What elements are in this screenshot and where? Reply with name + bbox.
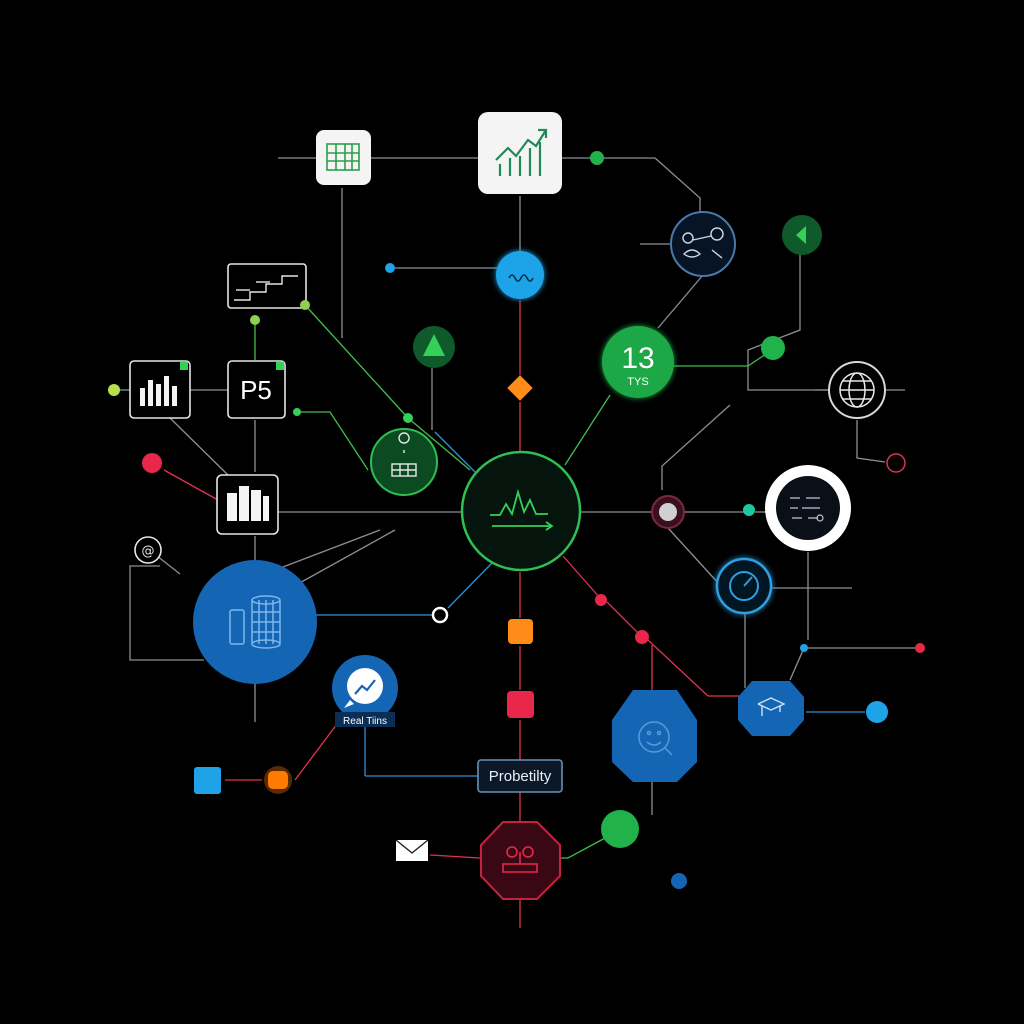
trend-chart-tile[interactable] — [478, 112, 562, 194]
eye-sketch-icon — [682, 227, 724, 259]
people-octagon-node[interactable] — [480, 821, 561, 900]
orange-diamond[interactable] — [507, 375, 533, 401]
graduation-cap-icon — [757, 697, 786, 716]
red-square[interactable] — [507, 691, 534, 718]
at-sign-node[interactable]: @ — [134, 536, 162, 564]
connection-lines — [117, 157, 920, 928]
triangle-up-icon — [423, 334, 445, 356]
counter-unit: TYS — [627, 376, 648, 388]
trend-chart-icon — [495, 128, 548, 176]
overview-node[interactable] — [765, 465, 851, 551]
bar-chart-icon — [140, 376, 177, 406]
globe-icon — [839, 372, 875, 408]
people-icon — [502, 846, 538, 873]
status-node[interactable] — [651, 495, 685, 529]
lime-dot[interactable] — [250, 315, 260, 325]
chevron-left-icon — [796, 226, 806, 244]
mail-icon — [395, 839, 429, 854]
lime-dot[interactable] — [300, 300, 310, 310]
green-dot[interactable] — [293, 408, 301, 416]
steps-icon — [234, 275, 298, 301]
graduation-node[interactable] — [738, 681, 804, 736]
bar-chart-tile[interactable] — [129, 360, 191, 419]
face-hexagon-node[interactable] — [612, 690, 697, 782]
green-dot[interactable] — [590, 151, 604, 165]
green-dot[interactable] — [761, 336, 785, 360]
blue-dot[interactable] — [385, 263, 395, 273]
orange-hex-node[interactable] — [264, 766, 292, 794]
waveform-icon — [490, 488, 554, 531]
steps-tile[interactable] — [227, 263, 307, 309]
lime-dot[interactable] — [108, 384, 120, 396]
buildings-icon — [227, 486, 269, 521]
pulse-node[interactable] — [496, 251, 544, 299]
buildings-tile[interactable] — [216, 474, 279, 535]
at-sign-icon: @ — [142, 544, 155, 559]
up-triangle-node[interactable] — [413, 326, 455, 368]
wave-icon — [508, 274, 534, 282]
globe-node[interactable] — [828, 361, 886, 419]
central-hub[interactable] — [460, 450, 582, 572]
realtime-node[interactable]: Real Tiins — [332, 655, 398, 727]
junction-node[interactable] — [431, 606, 449, 624]
trend-arrow-icon — [354, 679, 376, 695]
realtime-caption: Real Tiins — [343, 716, 387, 727]
sketch-icon — [790, 497, 824, 522]
database-icon — [229, 595, 281, 649]
blue-dot[interactable] — [800, 644, 808, 652]
grid-table-tile[interactable] — [316, 130, 371, 185]
red-dot[interactable] — [595, 594, 607, 606]
gauge-node[interactable] — [715, 557, 773, 615]
blue-dot[interactable] — [866, 701, 888, 723]
back-arrow-node[interactable] — [782, 215, 822, 255]
location-pin-icon — [391, 432, 417, 477]
mail-node[interactable] — [395, 839, 429, 861]
blue-square[interactable] — [194, 767, 221, 794]
counter-number: 13 — [621, 342, 654, 375]
red-ring[interactable] — [886, 453, 906, 473]
location-node[interactable] — [370, 428, 438, 496]
probability-label: Probetilty — [489, 768, 552, 785]
eye-sketch-node[interactable] — [670, 211, 736, 277]
orange-square[interactable] — [508, 619, 533, 644]
database-node[interactable] — [193, 560, 317, 684]
green-dot[interactable] — [601, 810, 639, 848]
red-dot[interactable] — [142, 453, 162, 473]
grid-table-icon — [326, 143, 360, 171]
teal-dot[interactable] — [743, 504, 755, 516]
blue-dot[interactable] — [671, 873, 687, 889]
p5-label: P5 — [240, 375, 272, 405]
green-dot[interactable] — [403, 413, 413, 423]
red-dot[interactable] — [635, 630, 649, 644]
gauge-icon — [729, 571, 759, 601]
p5-tile[interactable]: P5 — [227, 360, 286, 419]
red-dot[interactable] — [915, 643, 925, 653]
probability-box[interactable]: Probetilty — [477, 759, 563, 793]
counter-node[interactable]: 13 TYS — [602, 326, 674, 398]
face-icon — [638, 721, 673, 756]
